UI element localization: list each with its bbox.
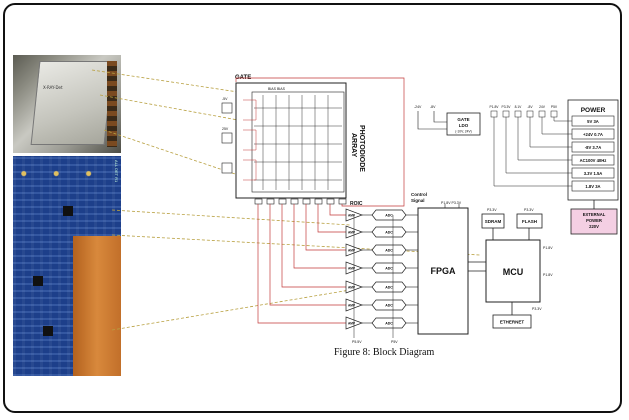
gate-ldo-label-1: GATE <box>457 117 469 122</box>
power-rail-label: +24V 0.7A <box>583 132 603 137</box>
amp-label: AMP <box>348 214 356 218</box>
flash-block <box>516 213 543 229</box>
amp-label: AMP <box>348 286 356 290</box>
power-tap-pin <box>502 110 510 118</box>
adc-rail-label: P5V <box>391 340 398 344</box>
power-tap-wire <box>505 117 572 174</box>
board-label: ALL DET R1 <box>114 160 119 183</box>
flash-label: FLASH <box>522 219 537 224</box>
amp-label: AMP <box>348 249 356 253</box>
figure-frame: X-RAY-Det ALL DET R1 <box>3 3 622 413</box>
gate-ports <box>221 102 233 174</box>
roic-label: ROIC <box>350 201 363 207</box>
external-power-label-3: 220V <box>589 224 599 229</box>
ethernet-label: ETHERNET <box>500 320 525 325</box>
power-tap-wire <box>517 117 572 161</box>
power-tap-wire <box>541 117 572 135</box>
gate-ldo-block <box>446 112 481 136</box>
board-chip <box>43 326 53 336</box>
copper-region <box>73 236 121 376</box>
power-tap-pin <box>490 110 498 118</box>
ldo-input-wire-1 <box>417 111 447 130</box>
adc-label: ADC <box>385 231 393 235</box>
pixel-columns <box>254 95 342 190</box>
gate-voltage-1: -5V <box>222 97 228 101</box>
adc-label: ADC <box>385 214 393 218</box>
adc-label: ADC <box>385 267 393 271</box>
gate-ldo-label-2: LDO <box>459 123 469 128</box>
power-tap-wire <box>553 117 572 122</box>
amp-label: AMP <box>348 304 356 308</box>
adc-label: ADC <box>385 304 393 308</box>
power-tap-pin <box>550 110 558 118</box>
panel-sticker: X-RAY-Det <box>43 85 63 90</box>
roic-pins <box>254 198 347 205</box>
pixel-grid <box>251 91 345 193</box>
gate-voltage-2: 25V <box>222 127 229 131</box>
power-tap-label: P1.8V <box>490 105 500 109</box>
external-power-block <box>570 208 618 235</box>
power-tap-pin <box>526 110 534 118</box>
power-tap-label: 8.1V <box>515 105 523 109</box>
photodiode-label-2: ARRAY <box>350 133 357 158</box>
ldo-input-wire-2 <box>433 111 447 123</box>
amp-label: AMP <box>348 231 356 235</box>
amp-adc-stages: AMP ADC AMP ADC AMP ADC AMP ADC AMP ADC AMP ADC AMP A… <box>345 208 418 338</box>
mcu-rail-3: P3.3V <box>532 307 542 311</box>
power-rail-label: AC100V 40Hz <box>580 158 607 163</box>
array-bias-label: BIAS BIAS <box>268 87 286 91</box>
board-chip <box>63 206 73 216</box>
adc-label: ADC <box>385 322 393 326</box>
power-tap-wire <box>493 117 572 187</box>
mcu-block <box>485 239 541 303</box>
power-rail-label: -8V 3.7A <box>585 145 602 150</box>
circuit-board-photo: ALL DET R1 <box>13 156 121 376</box>
power-rail-label: 5V 3A <box>587 119 599 124</box>
power-tap-label: P3.3V <box>502 105 512 109</box>
amp-rail-label: P5.5V <box>352 340 362 344</box>
photodiode-label-1: PHOTODIODE <box>358 125 365 172</box>
fpga-label: FPGA <box>430 266 456 276</box>
fpga-rail-pins <box>444 204 460 208</box>
fpga-block <box>417 207 469 335</box>
fpga-rails-label: P1.8V P3.3V <box>441 201 462 205</box>
signal-wires <box>257 200 405 324</box>
power-tap-label: P5V <box>551 105 558 109</box>
power-tap-label: 24V <box>539 105 546 109</box>
panel-connectors <box>107 61 117 147</box>
adc-label: ADC <box>385 286 393 290</box>
sdram-label: SDRAM <box>485 219 502 224</box>
power-title: POWER <box>581 107 606 114</box>
mcu-label: MCU <box>503 267 524 277</box>
control-signal-label-1: Control <box>411 192 427 197</box>
mcu-rail-2: P1.8V <box>543 273 553 277</box>
board-chip <box>33 276 43 286</box>
sdram-rail-label: P3.3V <box>487 208 497 212</box>
power-tap-label: -8V <box>527 105 533 109</box>
flash-rail-label: P3.3V <box>524 208 534 212</box>
power-rail-label: 3.3V 1.5A <box>584 171 603 176</box>
power-tap-pin <box>538 110 546 118</box>
amp-label: AMP <box>348 322 356 326</box>
ldo-input-1: -24V <box>414 105 422 109</box>
figure-caption: Figure 8: Block Diagram <box>334 347 435 358</box>
gate-bus-wire <box>235 77 405 200</box>
adc-label: ADC <box>385 249 393 253</box>
external-power-label-2: POWER <box>586 218 602 223</box>
external-power-label-1: EXTERNAL <box>583 212 606 217</box>
ldo-input-2: -8V <box>430 105 436 109</box>
power-rail-label: 1.8V 3A <box>585 184 600 189</box>
gate-lines <box>243 99 257 181</box>
mcu-rail-1: P1.8V <box>543 246 553 250</box>
power-tap-pin <box>514 110 522 118</box>
gate-ldo-label-3: (-10V, 24V) <box>455 130 472 134</box>
amp-label: AMP <box>348 267 356 271</box>
power-tap-wire <box>529 117 572 148</box>
photodiode-array-box <box>235 82 347 199</box>
control-signal-label-2: Signal <box>411 198 425 203</box>
